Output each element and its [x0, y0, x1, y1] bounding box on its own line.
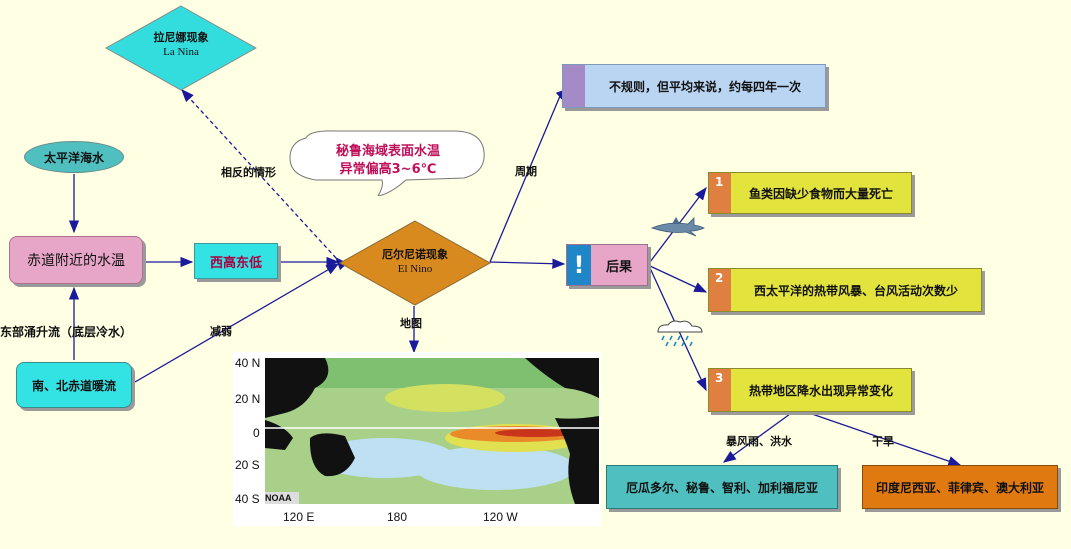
map-label: 地图: [400, 317, 422, 330]
equator-temp-node: 赤道附近的水温: [9, 236, 143, 284]
effect-3-number: 3: [709, 369, 731, 411]
cloud-text: 秘鲁海域表面水温 异常偏高3~6℃: [300, 143, 476, 179]
arrow-effect3-to-flood: [722, 413, 791, 463]
effect-2-box: 2 西太平洋的热带风暴、台风活动次数少: [708, 268, 982, 312]
pacific-water-node: 太平洋海水: [24, 141, 124, 173]
consequence-text: 后果: [605, 259, 632, 275]
el-nino-en: El Nino: [397, 263, 433, 275]
arrow-consequence-to-effect2: [649, 265, 708, 293]
drought-regions-box: 印度尼西亚、菲律宾、澳大利亚: [862, 465, 1058, 509]
opposite-label: 相反的情形: [221, 166, 276, 179]
weaken-label: 减弱: [210, 325, 232, 338]
el-nino-label: 厄尔尼诺现象 El Nino: [338, 247, 492, 277]
shark-icon: [650, 217, 705, 237]
la-nina-cn: 拉尼娜现象: [153, 31, 209, 44]
arrow-effect3-to-drought: [811, 413, 962, 467]
west-high-east-low-node: 西高东低: [194, 243, 278, 279]
el-nino-diamond: [338, 220, 492, 306]
effect-1-text: 鱼类因缺少食物而大量死亡: [748, 186, 893, 201]
lon-label-120w: 120 W: [483, 510, 518, 524]
rain-cloud-icon: [657, 320, 703, 347]
period-box-tab: [563, 65, 585, 107]
cloud-line-1: 秘鲁海域表面水温: [335, 144, 440, 159]
lat-label-20s: 20 S: [235, 458, 260, 472]
la-nina-en: La Nina: [163, 46, 199, 58]
period-text: 不规则，但平均来说，约每四年一次: [608, 79, 801, 94]
arrow-elnino-to-lanina: [181, 89, 348, 271]
warm-current-node: 南、北赤道暖流: [16, 362, 132, 408]
lon-label-120e: 120 E: [283, 510, 315, 524]
cloud-line-2: 异常偏高3~6℃: [339, 162, 437, 177]
lon-label-180: 180: [387, 510, 408, 524]
effect-1-number: 1: [709, 173, 731, 213]
sst-map-image: [265, 358, 599, 504]
map-source-label: NOAA: [265, 493, 292, 503]
period-box: 不规则，但平均来说，约每四年一次: [562, 64, 826, 108]
lat-label-40s: 40 S: [235, 492, 260, 506]
cloud-callout: [289, 130, 485, 196]
storm-flood-label: 暴风雨、洪水: [726, 435, 792, 448]
effect-3-text: 热带地区降水出现异常变化: [748, 383, 893, 398]
lat-label-0: 0: [253, 426, 260, 440]
lat-label-20n: 20 N: [235, 392, 261, 406]
effect-2-number: 2: [709, 269, 731, 311]
effect-1-box: 1 鱼类因缺少食物而大量死亡: [708, 172, 912, 214]
consequence-box: ! 后果: [566, 244, 648, 286]
exclamation-icon: !: [567, 245, 591, 285]
sst-map: NOAA 40 N 20 N 0 20 S 40 S 120 E 180 120…: [233, 352, 601, 526]
effect-3-box: 3 热带地区降水出现异常变化: [708, 368, 912, 412]
drought-label: 干旱: [872, 435, 894, 448]
la-nina-diamond: [104, 5, 258, 91]
arrow-elnino-to-consequence: [489, 258, 566, 269]
effect-2-text: 西太平洋的热带风暴、台风活动次数少: [753, 283, 958, 298]
lat-label-40n: 40 N: [235, 356, 261, 370]
arrow-warm-to-elnino: [134, 263, 340, 383]
flood-regions-box: 厄瓜多尔、秘鲁、智利、加利福尼亚: [606, 465, 838, 509]
la-nina-label: 拉尼娜现象 La Nina: [104, 30, 258, 60]
el-nino-cn: 厄尔尼诺现象: [382, 248, 448, 261]
east-upwelling-label: 东部涌升流（底层冷水）: [0, 325, 133, 339]
period-label: 周期: [515, 165, 537, 178]
